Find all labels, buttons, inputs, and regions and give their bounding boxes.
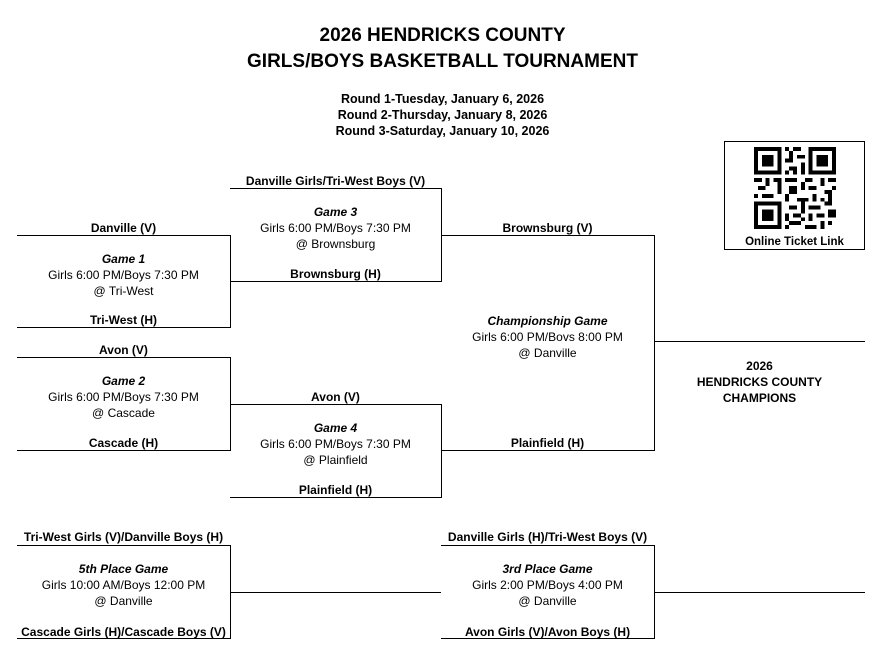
game2-bottom-team: Cascade (H)	[88, 436, 159, 450]
game4-venue: @ Plainfield	[303, 453, 368, 467]
fifth-place-name: 5th Place Game	[78, 562, 169, 576]
game4-bottom-team: Plainfield (H)	[298, 483, 373, 497]
game4-time: Girls 6:00 PM/Boys 7:30 PM	[260, 437, 411, 451]
champions-label: 2026 HENDRICKS COUNTY CHAMPIONS	[654, 358, 865, 406]
bracket-line	[441, 235, 654, 236]
championship-top-team: Brownsburg (V)	[502, 221, 593, 235]
game4-info: Game 4 Girls 6:00 PM/Boys 7:30 PM @ Plai…	[230, 420, 441, 468]
game1-info: Game 1 Girls 6:00 PM/Boys 7:30 PM @ Tri-…	[17, 251, 230, 299]
game3-top-team: Danville Girls/Tri-West Boys (V)	[245, 174, 426, 188]
game1-time: Girls 6:00 PM/Boys 7:30 PM	[48, 268, 199, 282]
bracket-line	[17, 357, 230, 358]
title-line-1: 2026 HENDRICKS COUNTY	[319, 25, 566, 46]
fifth-place-bottom-team: Cascade Girls (H)/Cascade Boys (V)	[21, 625, 226, 639]
round-2-date: Round 2-Thursday, January 8, 2026	[337, 108, 548, 122]
bracket-line	[654, 235, 655, 451]
game2-time: Girls 6:00 PM/Boys 7:30 PM	[48, 390, 199, 404]
bracket-line	[230, 404, 441, 405]
champions-title: CHAMPIONS	[722, 391, 797, 405]
title-line-2: GIRLS/BOYS BASKETBALL TOURNAMENT	[247, 51, 638, 72]
fifth-place-info: 5th Place Game Girls 10:00 AM/Boys 12:00…	[17, 561, 230, 609]
game1-venue: @ Tri-West	[93, 284, 154, 298]
round-3-date: Round 3-Saturday, January 10, 2026	[335, 124, 550, 138]
bracket-line	[441, 638, 655, 639]
bracket-line	[230, 281, 442, 282]
game2-info: Game 2 Girls 6:00 PM/Boys 7:30 PM @ Casc…	[17, 373, 230, 421]
game1-name: Game 1	[101, 252, 146, 266]
bracket-line	[230, 188, 441, 189]
fifth-place-time: Girls 10:00 AM/Boys 12:00 PM	[41, 578, 206, 592]
third-place-venue: @ Danville	[518, 594, 577, 608]
bracket-line	[17, 235, 230, 236]
bracket-line	[230, 592, 441, 593]
champions-year: 2026	[746, 359, 773, 373]
round-1-date: Round 1-Tuesday, January 6, 2026	[340, 92, 545, 106]
third-place-time: Girls 2:00 PM/Boys 4:00 PM	[472, 578, 623, 592]
game4-name: Game 4	[313, 421, 358, 435]
third-place-info: 3rd Place Game Girls 2:00 PM/Boys 4:00 P…	[441, 561, 654, 609]
game3-venue: @ Brownsburg	[295, 237, 376, 251]
game3-info: Game 3 Girls 6:00 PM/Boys 7:30 PM @ Brow…	[230, 204, 441, 252]
fifth-place-venue: @ Danville	[94, 594, 153, 608]
bracket-line	[441, 545, 654, 546]
game3-bottom-team: Brownsburg (H)	[290, 267, 381, 281]
championship-bottom-team: Plainfield (H)	[510, 436, 585, 450]
bracket-line	[230, 497, 442, 498]
bracket-line	[17, 638, 231, 639]
champions-county: HENDRICKS COUNTY	[696, 375, 823, 389]
game4-top-team: Avon (V)	[311, 390, 360, 404]
game2-venue: @ Cascade	[92, 406, 155, 420]
game3-time: Girls 6:00 PM/Boys 7:30 PM	[260, 221, 411, 235]
qr-code-icon[interactable]	[754, 147, 836, 229]
third-place-bottom-team: Avon Girls (V)/Avon Boys (H)	[464, 625, 631, 639]
championship-info: Championship Game Girls 6:00 PM/Bovs 8:0…	[441, 313, 654, 361]
game3-name: Game 3	[313, 205, 358, 219]
bracket-line	[654, 592, 865, 593]
third-place-name: 3rd Place Game	[502, 562, 593, 576]
game1-top-team: Danville (V)	[90, 221, 157, 235]
fifth-place-top-team: Tri-West Girls (V)/Danville Boys (H)	[23, 530, 224, 544]
bracket-line	[441, 404, 442, 498]
ticket-link-label[interactable]: Online Ticket Link	[745, 236, 844, 248]
bracket-line	[17, 327, 231, 328]
championship-name: Championship Game	[487, 314, 608, 328]
game1-bottom-team: Tri-West (H)	[89, 313, 158, 327]
bracket-line	[441, 450, 655, 451]
bracket-line	[17, 545, 230, 546]
ticket-link-box[interactable]	[724, 141, 865, 250]
bracket-line	[654, 341, 865, 342]
bracket-line	[17, 450, 231, 451]
game2-top-team: Avon (V)	[99, 343, 148, 357]
championship-venue: @ Danville	[518, 346, 577, 360]
championship-time: Girls 6:00 PM/Bovs 8:00 PM	[472, 330, 623, 344]
game2-name: Game 2	[101, 374, 146, 388]
third-place-top-team: Danville Girls (H)/Tri-West Boys (V)	[447, 530, 648, 544]
